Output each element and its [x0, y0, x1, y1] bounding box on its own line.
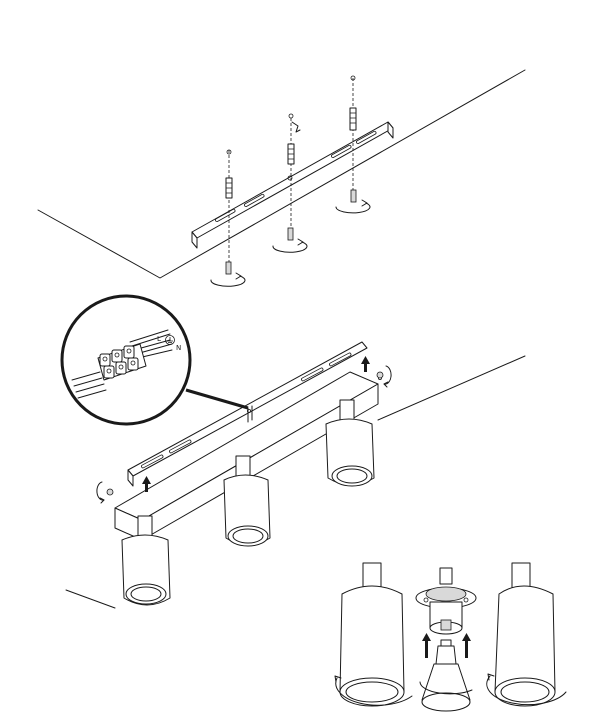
fixture-wires — [71, 371, 107, 399]
spotlight-head-right — [325, 399, 375, 487]
step-3-bulb-installation — [334, 562, 567, 712]
rotate-screw-icon-left — [96, 481, 114, 504]
fixture-base-plate — [114, 371, 382, 541]
up-arrow-left — [142, 476, 151, 492]
ceiling-plane-2 — [65, 355, 526, 609]
wiring-zoom-callout: L N — [60, 294, 192, 426]
screw-anchor-left — [210, 149, 246, 287]
screw-anchor-right — [335, 75, 371, 214]
spotlight-head-center — [223, 455, 271, 547]
zoom-leader-line — [185, 388, 249, 410]
up-arrows-bulb — [422, 633, 471, 658]
step-1-bracket-mounting — [37, 69, 526, 287]
spotlight-head-left — [121, 515, 171, 606]
screw-anchor-center — [272, 113, 308, 253]
terminal-block — [97, 343, 147, 381]
gu10-bulb — [421, 639, 471, 712]
wire-label-neutral: N — [176, 344, 181, 352]
rotate-screw-icon-right — [376, 365, 392, 388]
mounting-bracket — [191, 121, 394, 249]
lamp-shade-left — [334, 562, 413, 707]
up-arrow-right — [361, 356, 370, 372]
rotate-arrow-icon — [419, 681, 473, 695]
step-2-fixture-mounting — [65, 341, 526, 609]
wire-label-live: L — [157, 335, 161, 343]
lamp-shade-right — [486, 562, 567, 707]
bulb-socket — [415, 567, 477, 635]
ceiling-plane — [37, 69, 526, 279]
ground-symbol-icon — [165, 335, 175, 345]
